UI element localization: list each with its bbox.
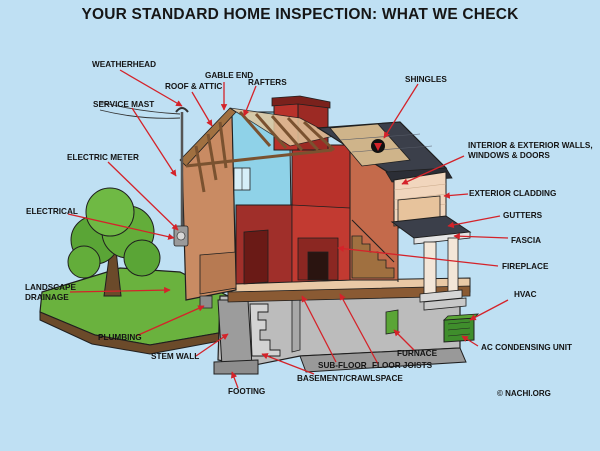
label-floor-joists: FLOOR JOISTS bbox=[372, 361, 433, 370]
label-basement-crawlspace: BASEMENT/CRAWLSPACE bbox=[297, 374, 403, 383]
interior-walls bbox=[231, 111, 399, 285]
arrow-weatherhead bbox=[119, 69, 183, 107]
label-landscape-drainage-line1: LANDSCAPE bbox=[25, 283, 76, 292]
arrow-exterior-cladding bbox=[443, 192, 469, 199]
label-landscape-drainage-line2: DRAINAGE bbox=[25, 293, 69, 302]
arrow-plumbing bbox=[135, 305, 205, 337]
arrow-furnace bbox=[393, 329, 415, 351]
label-gutters: GUTTERS bbox=[503, 211, 543, 220]
arrow-interior-exterior-walls bbox=[401, 155, 465, 185]
arrow-electric-meter bbox=[107, 161, 179, 231]
tree bbox=[67, 187, 161, 297]
label-rafters: RAFTERS bbox=[248, 78, 287, 87]
label-plumbing: PLUMBING bbox=[98, 333, 142, 342]
label-electric-meter: ELECTRIC METER bbox=[67, 153, 139, 162]
service-mast bbox=[99, 101, 189, 247]
copyright-text: © NACHI.ORG bbox=[497, 389, 551, 398]
label-hvac: HVAC bbox=[514, 290, 537, 299]
label-furnace: FURNACE bbox=[397, 349, 438, 358]
arrow-footing bbox=[231, 371, 239, 389]
label-interior-exterior-walls-line1: INTERIOR & EXTERIOR WALLS, bbox=[468, 141, 593, 150]
arrow-electrical bbox=[67, 213, 175, 240]
label-weatherhead: WEATHERHEAD bbox=[92, 60, 156, 69]
arrow-rafters bbox=[243, 85, 257, 117]
floor-structure bbox=[227, 277, 471, 303]
arrow-ac-condensing-unit bbox=[461, 335, 479, 347]
label-exterior-cladding: EXTERIOR CLADDING bbox=[469, 189, 557, 198]
arrow-gutters bbox=[447, 215, 501, 229]
page-title: YOUR STANDARD HOME INSPECTION: WHAT WE C… bbox=[81, 6, 519, 23]
label-interior-exterior-walls-line2: WINDOWS & DOORS bbox=[468, 151, 550, 160]
label-sub-floor: SUB-FLOOR bbox=[318, 361, 367, 370]
arrow-roof-attic bbox=[191, 91, 213, 127]
arrow-stem-wall bbox=[195, 333, 229, 357]
arrow-shingles bbox=[383, 83, 419, 139]
label-shingles: SHINGLES bbox=[405, 75, 447, 84]
arrow-landscape-drainage bbox=[69, 286, 171, 294]
arrow-fascia bbox=[453, 232, 509, 240]
arrow-hvac bbox=[469, 299, 509, 321]
arrow-service-mast bbox=[131, 107, 177, 177]
label-fascia: FASCIA bbox=[511, 236, 542, 245]
arrow-floor-joists bbox=[339, 293, 379, 365]
furnace bbox=[385, 309, 399, 335]
label-electrical: ELECTRICAL bbox=[26, 207, 78, 216]
label-footing: FOOTING bbox=[228, 387, 266, 396]
arrow-fireplace bbox=[337, 245, 499, 267]
porch-exterior bbox=[390, 171, 472, 311]
label-fireplace: FIREPLACE bbox=[502, 262, 549, 271]
label-stem-wall: STEM WALL bbox=[151, 352, 200, 361]
arrow-basement-crawlspace bbox=[261, 353, 315, 375]
house-left-wall bbox=[181, 108, 237, 301]
callout-arrows bbox=[67, 69, 509, 389]
label-ac-condensing-unit: AC CONDENSING UNIT bbox=[481, 343, 572, 352]
label-service-mast: SERVICE MAST bbox=[93, 100, 155, 109]
foundation bbox=[213, 295, 467, 375]
plumbing-pipe bbox=[199, 295, 213, 309]
arrow-sub-floor bbox=[301, 295, 337, 363]
label-roof-attic: ROOF & ATTIC bbox=[165, 82, 223, 91]
label-gable-end: GABLE END bbox=[205, 71, 254, 80]
